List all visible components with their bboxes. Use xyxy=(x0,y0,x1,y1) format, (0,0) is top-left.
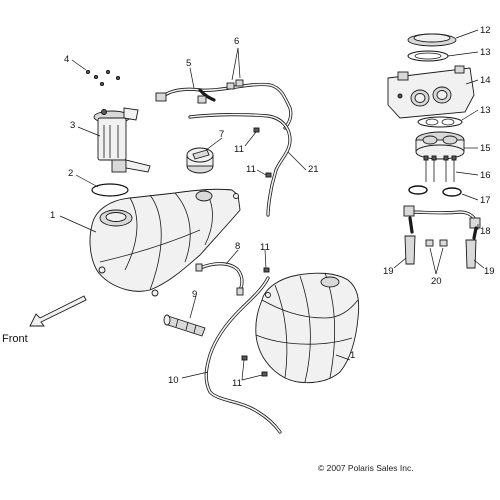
callout-1-right-tank: 1 xyxy=(350,350,355,361)
callout-17: 17 xyxy=(480,195,491,206)
callout-6: 6 xyxy=(234,36,239,47)
callout-19-left: 19 xyxy=(383,266,394,277)
callout-11-b: 11 xyxy=(246,164,256,175)
hose-8 xyxy=(195,262,244,296)
fitting-9 xyxy=(163,314,206,337)
fuel-pump-assembly xyxy=(93,107,151,173)
clamps-17 xyxy=(408,185,462,197)
callout-1-left-tank: 1 xyxy=(50,210,55,221)
callout-10: 10 xyxy=(168,375,179,386)
callout-5: 5 xyxy=(186,58,191,69)
callout-15: 15 xyxy=(480,143,491,154)
front-label: Front xyxy=(2,333,28,345)
callout-16: 16 xyxy=(480,170,491,181)
throttle-body-14 xyxy=(387,65,475,119)
leader-lines xyxy=(59,29,485,381)
callout-2: 2 xyxy=(68,168,73,179)
callout-14: 14 xyxy=(480,75,491,86)
pump-screws xyxy=(85,69,121,87)
manifold-18 xyxy=(403,205,481,240)
intake-boot-15 xyxy=(415,131,465,160)
callout-4: 4 xyxy=(64,54,69,65)
pump-seal-ring xyxy=(91,183,129,197)
fuel-tank-right xyxy=(255,272,360,384)
fuel-line-10 xyxy=(204,276,282,434)
copyright-notice: © 2007 Polaris Sales Inc. xyxy=(318,463,414,473)
callout-11-a: 11 xyxy=(234,144,244,155)
vent-line xyxy=(188,113,292,217)
callout-13-upper: 13 xyxy=(480,47,491,58)
callout-20: 20 xyxy=(431,276,442,287)
clips-20 xyxy=(425,239,448,247)
callout-3: 3 xyxy=(70,120,75,131)
callout-7: 7 xyxy=(219,129,224,140)
front-arrow xyxy=(29,295,87,327)
wiring-harness xyxy=(155,79,293,130)
callout-9: 9 xyxy=(192,289,197,300)
gasket-13-upper xyxy=(407,50,449,62)
callout-19-right: 19 xyxy=(484,266,495,277)
air-filter-12 xyxy=(407,33,457,47)
bolts-16 xyxy=(423,155,457,182)
hose-clamps-upper xyxy=(253,127,272,178)
callout-12: 12 xyxy=(480,25,491,36)
injectors-19 xyxy=(404,235,477,269)
callout-13-lower: 13 xyxy=(480,105,491,116)
hose-clamps-lower xyxy=(241,267,270,377)
callout-11-c: 11 xyxy=(260,242,270,253)
callout-8: 8 xyxy=(235,241,240,252)
fuel-cap xyxy=(186,147,214,174)
fuel-tank-left xyxy=(89,188,241,297)
callout-21: 21 xyxy=(308,164,319,175)
callout-18: 18 xyxy=(480,226,491,237)
gasket-13-lower xyxy=(417,116,463,128)
callout-11-d: 11 xyxy=(232,378,242,389)
